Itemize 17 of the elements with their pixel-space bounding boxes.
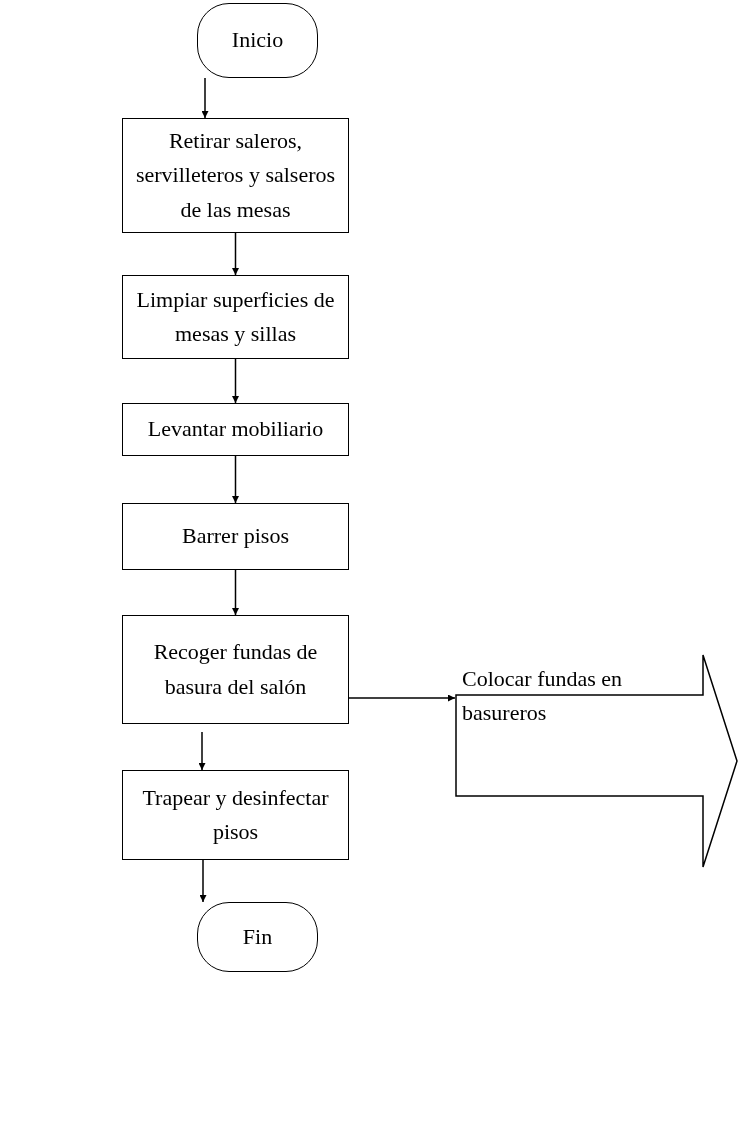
- arrow: [199, 859, 207, 903]
- arrow: [232, 569, 239, 616]
- arrow: [348, 694, 456, 702]
- process-box: Limpiar superficies de mesas y sillas: [122, 275, 349, 359]
- arrow: [232, 358, 239, 404]
- arrow: [232, 232, 239, 276]
- arrow: [201, 77, 209, 119]
- arrow: [198, 731, 206, 771]
- process-box: Levantar mobiliario: [122, 403, 349, 456]
- arrow: [232, 455, 239, 504]
- process-box: Barrer pisos: [122, 503, 349, 570]
- terminal-shape: Inicio: [197, 3, 318, 78]
- terminal-shape: Fin: [197, 902, 318, 972]
- process-box: Retirar saleros, servilleteros y salseros de las mesas: [122, 118, 349, 233]
- process-box: Trapear y desinfectar pisos: [122, 770, 349, 860]
- process-box: Recoger fundas de basura del salón: [122, 615, 349, 724]
- step-label: Colocar fundas en basureros: [462, 665, 624, 728]
